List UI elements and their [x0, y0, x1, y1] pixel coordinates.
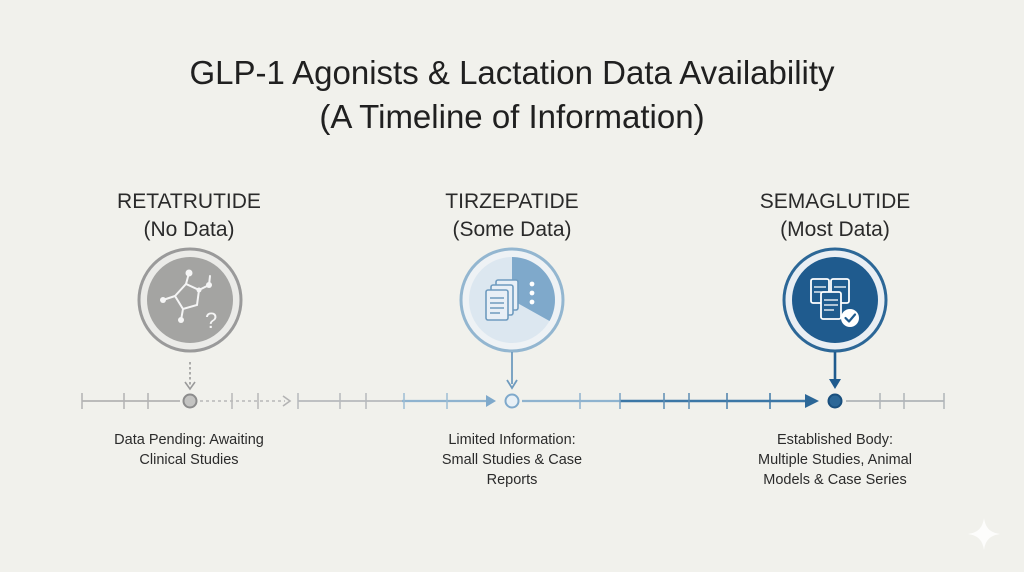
drug-label-semaglutide: SEMAGLUTIDE (Most Data) — [715, 188, 955, 244]
drug-status: (Most Data) — [780, 218, 890, 241]
drug-label-tirzepatide: TIRZEPATIDE (Some Data) — [392, 188, 632, 244]
page-subtitle: (A Timeline of Information) — [319, 98, 705, 135]
drug-name: SEMAGLUTIDE — [759, 190, 911, 213]
description-tirzepatide: Limited Information: Small Studies & Cas… — [441, 432, 583, 488]
drug-name: RETATRUTIDE — [117, 190, 261, 213]
connector-semaglutide — [829, 352, 841, 389]
drug-name: TIRZEPATIDE — [445, 190, 579, 213]
drug-status: (Some Data) — [452, 218, 572, 241]
connector-tirzepatide — [506, 352, 518, 390]
description-retatrutide: Data Pending: Awaiting Clinical Studies — [114, 432, 264, 468]
timeline-ticks — [81, 393, 945, 409]
sparkle-icon — [968, 518, 1000, 550]
drug-label-retatrutide: RETATRUTIDE (No Data) — [69, 188, 309, 244]
page-title: GLP-1 Agonists & Lactation Data Availabi… — [189, 54, 835, 91]
molecule-question-icon: ? — [137, 247, 243, 353]
connector-retatrutide — [184, 362, 196, 391]
documents-check-icon — [782, 247, 888, 353]
documents-partial-icon — [459, 247, 565, 353]
timeline-axis — [82, 394, 944, 408]
svg-text:?: ? — [205, 308, 217, 333]
description-semaglutide: Established Body: Multiple Studies, Anim… — [758, 432, 912, 488]
drug-status: (No Data) — [143, 218, 235, 241]
timeline-markers — [182, 393, 843, 409]
